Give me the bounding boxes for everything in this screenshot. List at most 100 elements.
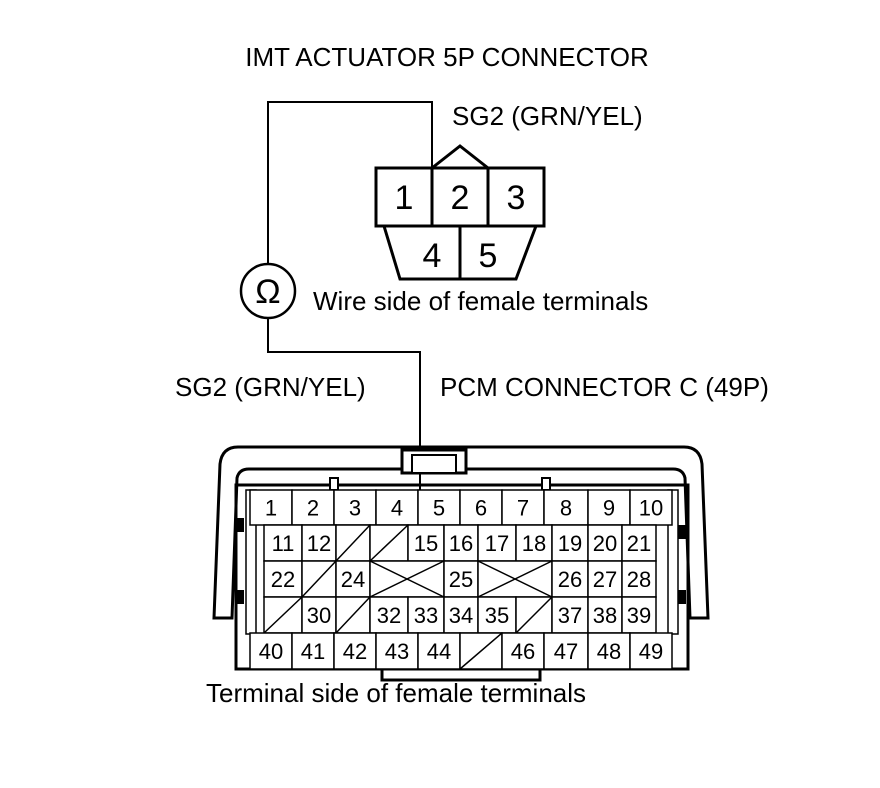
pcm-terminal-number: 35 <box>485 603 509 628</box>
pcm-terminal-number: 3 <box>349 496 361 521</box>
pcm-terminal-number: 21 <box>627 531 651 556</box>
pcm-terminal-number: 30 <box>307 603 331 628</box>
pcm-terminal-cell: 1 <box>249 489 293 526</box>
pcm-connector-title: PCM CONNECTOR C (49P) <box>440 372 769 402</box>
pcm-terminal-cell <box>477 560 553 598</box>
pcm-terminal-number: 7 <box>517 496 529 521</box>
pcm-terminal-cell: 43 <box>375 632 419 670</box>
pcm-terminal-number: 10 <box>639 496 663 521</box>
pcm-terminal-cell: 21 <box>621 524 657 562</box>
pcm-terminal-cell: 25 <box>443 560 479 598</box>
pcm-terminal-number: 22 <box>271 567 295 592</box>
pcm-terminal-cell: 27 <box>587 560 623 598</box>
connector-lock-tab <box>431 144 489 170</box>
pcm-terminal-number: 41 <box>301 639 325 664</box>
pcm-terminal-cell: 26 <box>551 560 589 598</box>
pcm-terminal-number: 48 <box>597 639 621 664</box>
actuator-5p-connector <box>374 144 546 281</box>
pcm-terminal-cell: 15 <box>407 524 445 562</box>
pcm-terminal-cell: 40 <box>249 632 293 670</box>
pcm-terminal-number: 43 <box>385 639 409 664</box>
pcm-terminal-number: 18 <box>522 531 546 556</box>
pcm-terminal-number: 8 <box>560 496 572 521</box>
pcm-terminal-cell: 24 <box>335 560 371 598</box>
pcm-terminal-number: 25 <box>449 567 473 592</box>
pcm-terminal-cell <box>459 632 503 670</box>
pcm-terminal-number: 49 <box>639 639 663 664</box>
pcm-terminal-number: 42 <box>343 639 367 664</box>
actuator-view-caption: Wire side of female terminals <box>313 286 648 316</box>
pcm-connector-housing <box>212 445 710 682</box>
pcm-terminal-cell: 37 <box>551 596 589 634</box>
pcm-terminal-cell: 47 <box>543 632 589 670</box>
pcm-terminal-cell: 17 <box>477 524 517 562</box>
pcm-terminal-cell: 42 <box>333 632 377 670</box>
pcm-terminal-cell: 3 <box>333 489 377 526</box>
pcm-terminal-cell: 44 <box>417 632 461 670</box>
pcm-terminal-number: 32 <box>377 603 401 628</box>
pcm-terminal-cell <box>515 596 553 634</box>
test-lead-wires <box>267 101 433 505</box>
pcm-terminal-number: 20 <box>593 531 617 556</box>
pcm-terminal-number: 44 <box>427 639 451 664</box>
pcm-terminal-number: 39 <box>627 603 651 628</box>
pcm-terminal-cell: 33 <box>407 596 445 634</box>
ohmmeter-icon: Ω <box>239 262 297 320</box>
svg-text:Ω: Ω <box>255 273 280 311</box>
pcm-terminal-cell: 30 <box>301 596 337 634</box>
pcm-terminal-cell: 38 <box>587 596 623 634</box>
pcm-terminal-number: 27 <box>593 567 617 592</box>
pcm-terminal-number: 19 <box>558 531 582 556</box>
pcm-terminal-number: 26 <box>558 567 582 592</box>
pcm-terminal-cell: 16 <box>443 524 479 562</box>
pcm-terminal-cell <box>335 596 371 634</box>
pcm-terminal-number: 2 <box>307 496 319 521</box>
pcm-terminal-number: 4 <box>391 496 403 521</box>
pcm-housing-keys <box>236 518 686 604</box>
pcm-terminal-number: 40 <box>259 639 283 664</box>
pcm-terminal-cell: 32 <box>369 596 409 634</box>
pcm-terminal-cell <box>335 524 371 562</box>
pcm-terminal-cell: 49 <box>629 632 673 670</box>
pcm-terminal-number: 11 <box>272 531 295 556</box>
actuator-terminal: 1 <box>395 179 414 217</box>
pcm-terminal-number: 28 <box>627 567 651 592</box>
pcm-terminal-cell: 48 <box>587 632 631 670</box>
pcm-terminal-number: 15 <box>414 531 438 556</box>
pcm-terminal-number: 17 <box>485 531 509 556</box>
pcm-terminal-cell: 7 <box>501 489 545 526</box>
pcm-terminal-cell: 46 <box>501 632 545 670</box>
pcm-terminal-number: 47 <box>554 639 578 664</box>
pcm-terminal-cell: 18 <box>515 524 553 562</box>
actuator-terminal: 3 <box>507 179 526 217</box>
pcm-terminal-cell <box>301 560 337 598</box>
pcm-terminal-number: 38 <box>593 603 617 628</box>
actuator-signal-label: SG2 (GRN/YEL) <box>452 101 643 131</box>
pcm-terminal-cell: 11 <box>263 524 303 562</box>
pcm-terminal-cell: 10 <box>629 489 673 526</box>
pcm-view-caption: Terminal side of female terminals <box>206 678 586 708</box>
pcm-terminal-number: 24 <box>341 567 365 592</box>
pcm-terminal-number: 6 <box>475 496 487 521</box>
pcm-terminal-number: 16 <box>449 531 473 556</box>
pcm-terminal-cell: 12 <box>301 524 337 562</box>
pcm-terminal-number: 34 <box>449 603 473 628</box>
pcm-terminal-cell: 2 <box>291 489 335 526</box>
pcm-terminal-cell: 8 <box>543 489 589 526</box>
pcm-terminal-cell: 22 <box>263 560 303 598</box>
pcm-terminal-cell: 6 <box>459 489 503 526</box>
pcm-terminal-cell: 34 <box>443 596 479 634</box>
pcm-terminal-number: 5 <box>433 496 445 521</box>
pcm-terminal-number: 46 <box>511 639 535 664</box>
actuator-terminal: 5 <box>479 237 498 275</box>
pcm-terminal-cell: 39 <box>621 596 657 634</box>
pcm-terminal-cell: 9 <box>587 489 631 526</box>
pcm-terminal-cell: 19 <box>551 524 589 562</box>
pcm-terminal-number: 12 <box>307 531 331 556</box>
pcm-terminal-number: 33 <box>414 603 438 628</box>
actuator-terminal: 2 <box>451 179 470 217</box>
pcm-signal-label: SG2 (GRN/YEL) <box>175 372 366 402</box>
pcm-terminal-number: 1 <box>265 496 277 521</box>
